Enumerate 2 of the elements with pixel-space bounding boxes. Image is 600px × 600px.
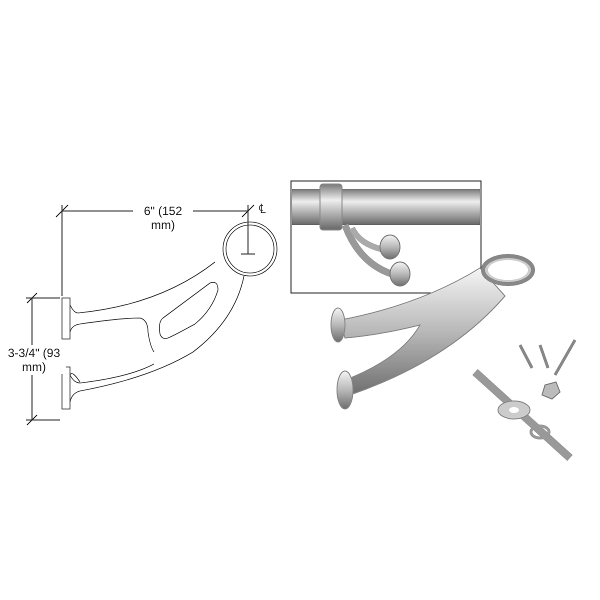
- centerline-symbol: ℄: [258, 202, 267, 216]
- dimension-label: 6" (152 mm): [133, 204, 193, 232]
